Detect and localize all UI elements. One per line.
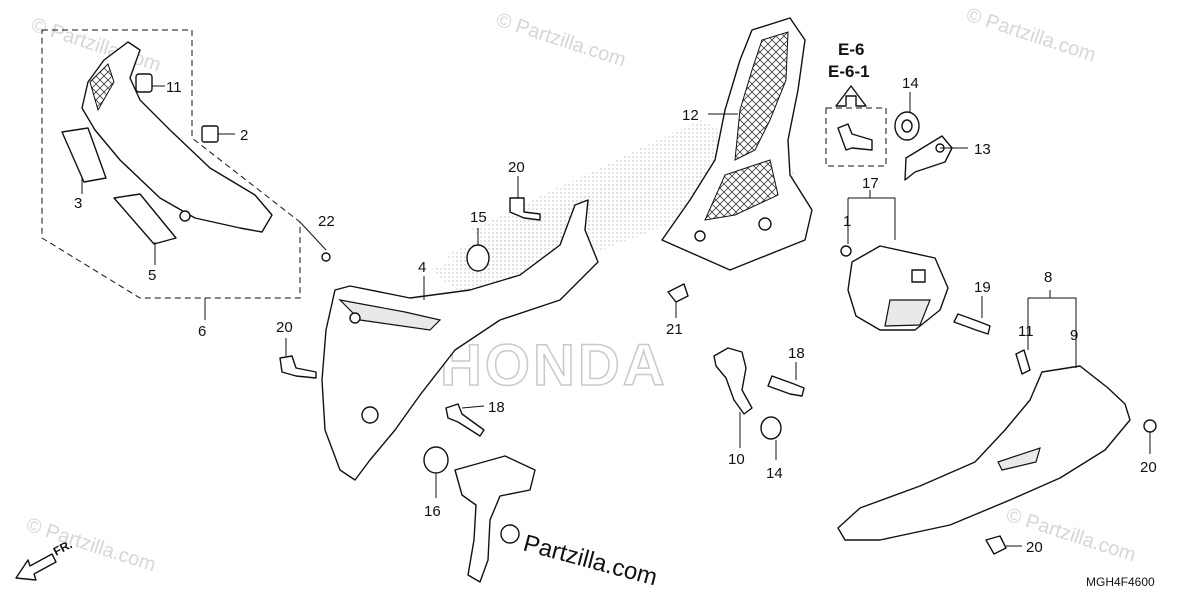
- bolt-20-bottom-part: [985, 535, 1007, 555]
- callout-19: 19: [974, 279, 991, 296]
- group-box-6: [41, 29, 301, 299]
- clip-11-upper-part: [135, 73, 153, 93]
- grommet-15-part: [466, 244, 490, 272]
- bolt-20-right-part: [1143, 419, 1157, 433]
- watermark-top-right: © Partzilla.com: [963, 4, 1098, 67]
- cover-9-part: [837, 365, 1131, 541]
- callout-20-upper: 20: [508, 159, 525, 176]
- callout-1: 1: [843, 213, 851, 230]
- callout-21: 21: [666, 321, 683, 338]
- callout-20-right: 20: [1140, 459, 1157, 476]
- watermark-bottom-right: © Partzilla.com: [1003, 504, 1138, 567]
- callout-11-upper: 11: [166, 79, 182, 96]
- callout-16: 16: [424, 503, 441, 520]
- bolt-19-part: [953, 313, 991, 335]
- callout-9: 9: [1070, 327, 1078, 344]
- ref-dashed-box: [825, 107, 887, 167]
- side-cover-4-part: [321, 199, 599, 481]
- stay-16-part: [454, 455, 536, 583]
- callout-18-left: 18: [488, 399, 505, 416]
- upper-trim-part: [81, 41, 273, 233]
- callout-4: 4: [418, 259, 426, 276]
- leader-lines: [81, 85, 1151, 547]
- callout-5: 5: [148, 267, 156, 284]
- bolt-18-left-part: [445, 403, 485, 437]
- clip-2-part: [201, 125, 219, 143]
- bolt-20-left-part: [279, 355, 317, 379]
- callout-3: 3: [74, 195, 82, 212]
- clip-11-lower-part: [1015, 349, 1031, 375]
- callout-13: 13: [974, 141, 991, 158]
- pad-5-part: [113, 193, 177, 245]
- front-arrow-icon: [15, 553, 57, 581]
- callout-22: 22: [318, 213, 335, 230]
- callout-18-right: 18: [788, 345, 805, 362]
- bracket-13-part: [904, 135, 953, 181]
- honda-logo-text: HONDA: [440, 333, 668, 398]
- pad-3-part: [61, 127, 107, 183]
- callout-20-bottom: 20: [1026, 539, 1043, 556]
- ref-arrow-up-icon: [835, 85, 867, 107]
- diagram-code: MGH4F4600: [1086, 575, 1155, 589]
- reference-e6-1: E-6-1: [828, 62, 870, 81]
- callout-10: 10: [728, 451, 745, 468]
- watermark-top-left: © Partzilla.com: [28, 14, 163, 77]
- callout-17: 17: [862, 175, 879, 192]
- watermark-top-center: © Partzilla.com: [493, 9, 628, 72]
- reference-e6: E-6: [838, 40, 864, 59]
- callout-8: 8: [1044, 269, 1052, 286]
- callout-20-left: 20: [276, 319, 293, 336]
- callout-14-upper: 14: [902, 75, 919, 92]
- front-direction-indicator: FR.: [15, 537, 74, 581]
- callout-6: 6: [198, 323, 206, 340]
- grommet-14-lower-part: [760, 416, 782, 440]
- bracket-10-part: [713, 347, 753, 415]
- callouts: 11 2 3 5 6 22 4 20 15 21 12 13 14 17 1 1…: [74, 75, 1157, 556]
- watermark-bottom-center: Partzilla.com: [520, 530, 660, 592]
- screw-22-part: [321, 252, 331, 262]
- callout-15: 15: [470, 209, 487, 226]
- bolt-18-right-part: [767, 375, 805, 397]
- callout-2: 2: [240, 127, 248, 144]
- grommet-16-part: [423, 446, 449, 474]
- clip-21-part: [667, 283, 689, 303]
- callout-14-lower: 14: [766, 465, 783, 482]
- callout-12: 12: [682, 107, 699, 124]
- callout-11-lower: 11: [1018, 323, 1034, 340]
- bolt-20-upper-part: [509, 197, 541, 221]
